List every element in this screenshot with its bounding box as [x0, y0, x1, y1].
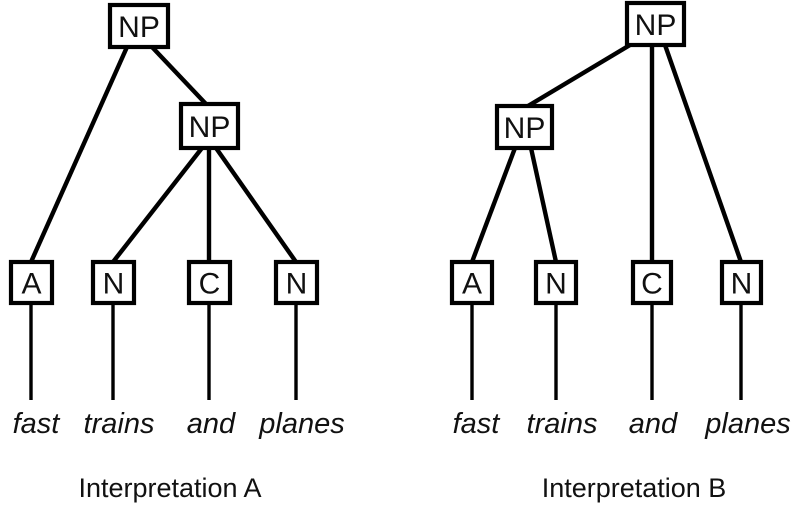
- node-b-pos-1[interactable]: A: [449, 259, 495, 306]
- branch-b-np-inner-to-b-pos-2: [528, 147, 559, 263]
- node-b-np-root[interactable]: NP: [624, 0, 687, 48]
- node-a-pos-2[interactable]: N: [90, 259, 137, 306]
- node-label-a-pos-1: A: [21, 268, 41, 301]
- branch-b-np-root-to-b-pos-4: [662, 44, 744, 263]
- node-label-b-pos-4: N: [731, 268, 753, 301]
- node-box-b-pos-4: [719, 259, 764, 306]
- nodes-interpretation-a: NP NP A N C N: [8, 2, 320, 306]
- node-label-b-pos-1: A: [462, 268, 482, 301]
- node-box-a-np-inner: [178, 101, 241, 151]
- node-box-b-np-inner: [494, 103, 555, 151]
- node-b-np-inner[interactable]: NP: [494, 103, 555, 151]
- node-box-a-np-root: [107, 2, 171, 50]
- node-box-b-pos-2: [533, 259, 579, 306]
- branch-a-np-root-to-a-pos-1: [28, 46, 130, 263]
- node-box-b-np-root: [624, 0, 687, 48]
- node-a-np-inner[interactable]: NP: [178, 101, 241, 151]
- word-b-pos-1: fast: [453, 408, 502, 440]
- branches-interpretation-b: [469, 43, 744, 263]
- node-label-a-np-root: NP: [118, 11, 160, 44]
- word-a-pos-3: and: [187, 408, 236, 440]
- node-b-pos-2[interactable]: N: [533, 259, 579, 306]
- node-label-b-np-root: NP: [635, 9, 677, 42]
- node-box-b-pos-1: [449, 259, 495, 306]
- word-a-pos-4: planes: [258, 408, 344, 440]
- branch-a-np-inner-to-a-pos-4: [214, 146, 298, 264]
- node-label-b-pos-3: C: [641, 268, 663, 301]
- node-a-pos-3[interactable]: C: [186, 259, 233, 306]
- node-box-a-pos-4: [273, 259, 320, 306]
- words-interpretation-a: fast trains and planes: [13, 408, 345, 440]
- stems-interpretation-a: [29, 303, 298, 400]
- branch-b-np-root-to-b-np-inner: [526, 43, 632, 108]
- word-b-pos-4: planes: [704, 408, 790, 440]
- branch-a-np-inner-to-a-pos-2: [111, 146, 204, 264]
- nodes-interpretation-b: NP NP A N C N: [449, 0, 764, 306]
- node-a-pos-4[interactable]: N: [273, 259, 320, 306]
- words-interpretation-b: fast trains and planes: [453, 408, 791, 440]
- caption-interpretation-a: Interpretation A: [78, 473, 261, 503]
- node-box-b-pos-3: [630, 259, 674, 306]
- node-box-a-pos-3: [186, 259, 233, 306]
- word-b-pos-2: trains: [527, 408, 598, 440]
- caption-interpretation-b: Interpretation B: [542, 473, 727, 503]
- word-a-pos-2: trains: [84, 408, 155, 440]
- branch-b-np-inner-to-b-pos-1: [469, 147, 518, 263]
- node-label-b-np-inner: NP: [504, 112, 546, 145]
- branches-interpretation-a: [28, 45, 298, 264]
- node-a-np-root[interactable]: NP: [107, 2, 171, 50]
- node-a-pos-1[interactable]: A: [8, 259, 55, 306]
- node-label-b-pos-2: N: [545, 268, 567, 301]
- node-b-pos-3[interactable]: C: [630, 259, 674, 306]
- node-b-pos-4[interactable]: N: [719, 259, 764, 306]
- node-box-a-pos-1: [8, 259, 55, 306]
- stems-interpretation-b: [470, 303, 743, 400]
- node-label-a-pos-2: N: [103, 268, 125, 301]
- node-label-a-pos-4: N: [286, 268, 308, 301]
- node-label-a-np-inner: NP: [189, 111, 231, 144]
- node-label-a-pos-3: C: [199, 268, 221, 301]
- word-a-pos-1: fast: [13, 408, 62, 440]
- word-b-pos-3: and: [629, 408, 678, 440]
- node-box-a-pos-2: [90, 259, 137, 306]
- branch-a-np-root-to-a-np-inner: [150, 45, 208, 106]
